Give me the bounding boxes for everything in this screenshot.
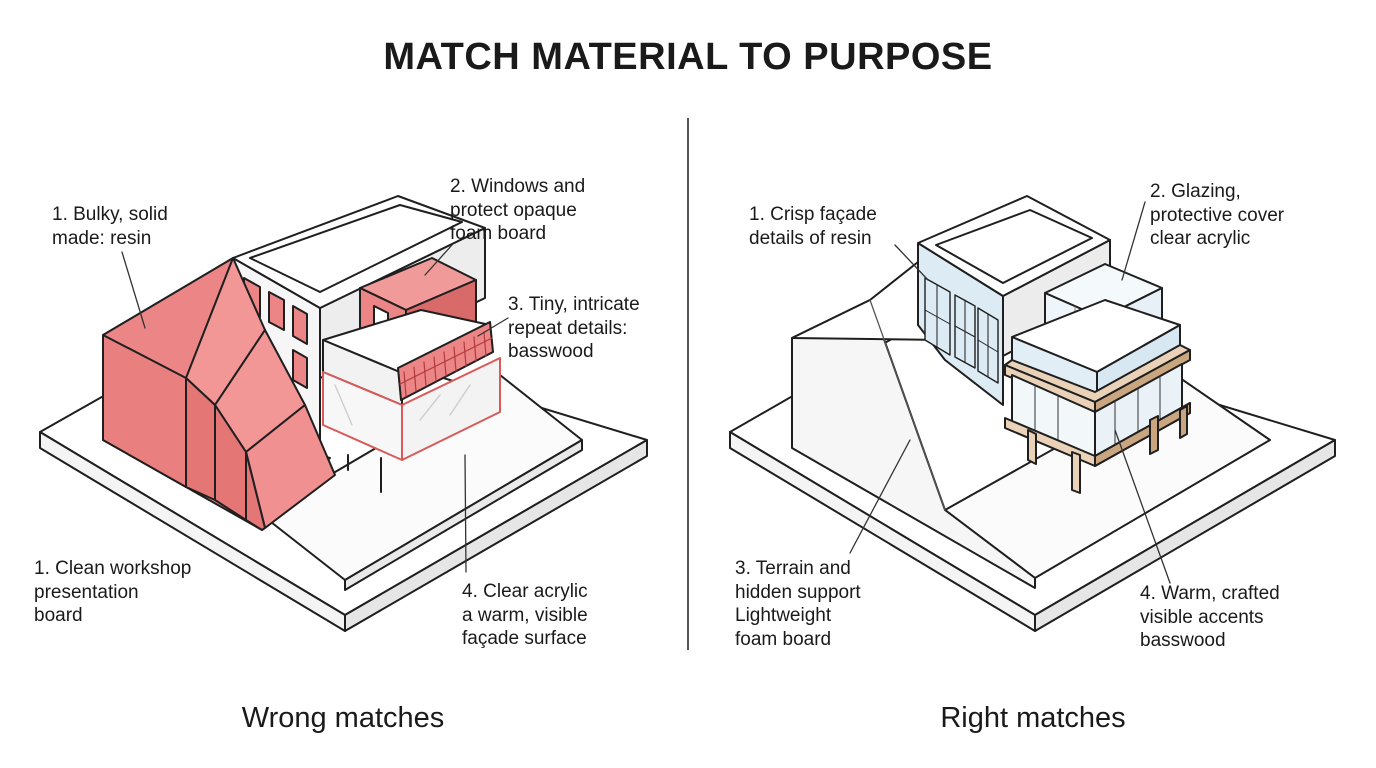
right-label-glazing-acrylic: 2. Glazing, protective cover clear acryl… — [1150, 181, 1285, 249]
wrong-label-workshop-board: 1. Clean workshop presentation board — [34, 558, 192, 626]
right-model — [729, 195, 1336, 632]
right-matches-caption: Right matches — [940, 702, 1126, 734]
right-label-warm-basswood: 4. Warm, crafted visible accents basswoo… — [1140, 583, 1280, 651]
wrong-leader-lines — [121, 244, 509, 573]
wrong-label-tiny-basswood: 3. Tiny, intricate repeat details: bassw… — [508, 294, 640, 362]
wrong-label-windows-foam: 2. Windows and protect opaque foam board — [450, 176, 586, 244]
panel-divider — [687, 118, 689, 650]
right-building — [917, 195, 1191, 494]
right-leader-lines — [849, 201, 1171, 584]
wrong-label-bulky-resin: 1. Bulky, solid made: resin — [52, 204, 168, 249]
right-label-crisp-resin: 1. Crisp façade details of resin — [749, 204, 877, 249]
wrong-model — [39, 195, 648, 632]
wrong-label-clear-acrylic: 4. Clear acrylic a warm, visible façade … — [462, 581, 588, 649]
right-label-terrain-foam: 3. Terrain and hidden support Lightweigh… — [735, 558, 861, 650]
page-title: MATCH MATERIAL TO PURPOSE — [383, 36, 993, 78]
wrong-matches-caption: Wrong matches — [241, 702, 445, 734]
wrong-terrain-block — [102, 257, 336, 531]
